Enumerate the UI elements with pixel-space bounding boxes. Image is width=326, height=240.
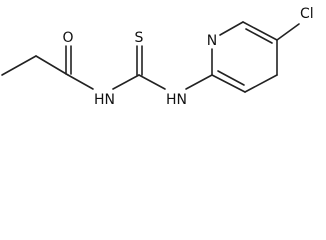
bond-carbonyl-nh <box>67 74 94 90</box>
bond-ring-c6-c5-a <box>242 21 278 41</box>
bond-ring-c3-c2-a <box>211 74 246 93</box>
atom-chlorine: Cl <box>300 6 314 22</box>
bond-nh-thiocarbonyl <box>112 74 140 90</box>
chemical-structure: O HN S HN N Cl <box>1 6 314 108</box>
bond-ethyl-2 <box>35 55 69 76</box>
atom-thiourea-hydrogen: HN <box>166 92 187 108</box>
bond-nh-pyridine <box>185 74 213 90</box>
atom-sulfur: S <box>135 30 144 46</box>
bond-ring-c6-c5-b <box>245 28 273 44</box>
atom-oxygen: O <box>62 30 73 46</box>
bond-ring-c3-c2-b <box>217 70 245 86</box>
bond-ring-n1-c6 <box>219 21 244 36</box>
bond-ring-c4-c3 <box>244 74 278 93</box>
atom-amide-hydrogen: HN <box>94 92 115 108</box>
bond-thiocarbonyl-nh <box>138 74 166 90</box>
bond-ethyl-1 <box>1 55 37 76</box>
atom-ring-nitrogen: N <box>207 33 217 49</box>
bond-c5-chlorine <box>276 23 300 41</box>
